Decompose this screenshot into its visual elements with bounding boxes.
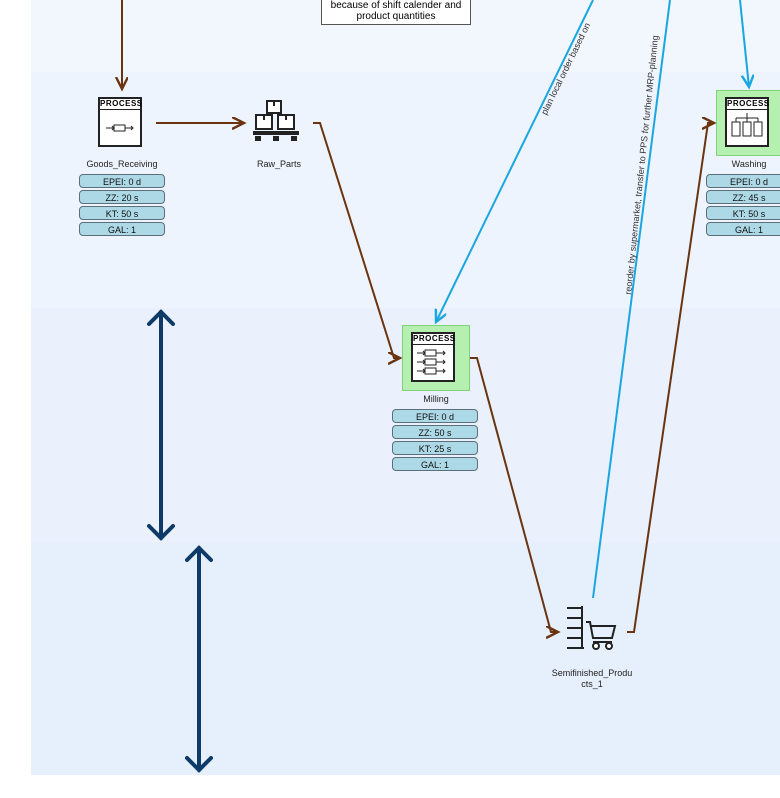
milling-zz: ZZ: 50 s xyxy=(392,425,478,439)
milling-epei: EPEI: 0 d xyxy=(392,409,478,423)
process-title: PROCESS xyxy=(727,99,770,110)
swimlane-4 xyxy=(31,543,780,775)
process-single-icon xyxy=(106,124,134,132)
semifinished-label-line-1: Semifinished_Produ xyxy=(551,668,633,678)
process-goods-receiving[interactable]: PROCESS xyxy=(98,97,142,147)
milling-gal: GAL: 1 xyxy=(392,457,478,471)
note-line-1: because of shift calender and xyxy=(330,0,462,11)
flow-semifinished-to-washing xyxy=(627,123,714,633)
annotation-note: because of shift calender and product qu… xyxy=(321,0,471,25)
washing-label: Washing xyxy=(731,159,767,169)
process-washing[interactable]: PROCESS xyxy=(725,97,769,147)
flow-milling-to-semifinished xyxy=(470,357,558,632)
process-parallel-icon xyxy=(731,113,763,137)
process-title: PROCESS xyxy=(100,99,143,110)
goods-receiving-epei: EPEI: 0 d xyxy=(79,174,165,188)
washing-epei: EPEI: 0 d xyxy=(706,174,780,188)
goods-receiving-zz: ZZ: 20 s xyxy=(79,190,165,204)
milling-kt: KT: 25 s xyxy=(392,441,478,455)
milling-label: Milling xyxy=(423,394,449,404)
process-multi-icon xyxy=(417,349,446,375)
goods-receiving-kt: KT: 50 s xyxy=(79,206,165,220)
semifinished-label: Semifinished_Produ cts_1 xyxy=(537,668,647,690)
info-plan-local-order xyxy=(436,0,594,322)
process-milling[interactable]: PROCESS xyxy=(411,332,455,382)
semifinished-label-line-2: cts_1 xyxy=(581,679,603,689)
goods-receiving-gal: GAL: 1 xyxy=(79,222,165,236)
washing-gal: GAL: 1 xyxy=(706,222,780,236)
info-to-washing xyxy=(739,0,749,87)
supermarket-cart-icon[interactable] xyxy=(564,604,620,652)
swimlane-arrow-1 xyxy=(147,309,175,541)
note-line-2: product quantities xyxy=(356,11,436,22)
washing-zz: ZZ: 45 s xyxy=(706,190,780,204)
washing-kt: KT: 50 s xyxy=(706,206,780,220)
inventory-boxes-icon[interactable] xyxy=(252,99,304,145)
process-title: PROCESS xyxy=(413,334,456,345)
raw-parts-label: Raw_Parts xyxy=(256,159,301,169)
flow-raw-parts-to-milling xyxy=(313,122,400,358)
goods-receiving-label: Goods_Receiving xyxy=(86,159,158,169)
swimlane-arrow-2 xyxy=(185,545,213,773)
info-reorder-supermarket xyxy=(592,0,671,599)
